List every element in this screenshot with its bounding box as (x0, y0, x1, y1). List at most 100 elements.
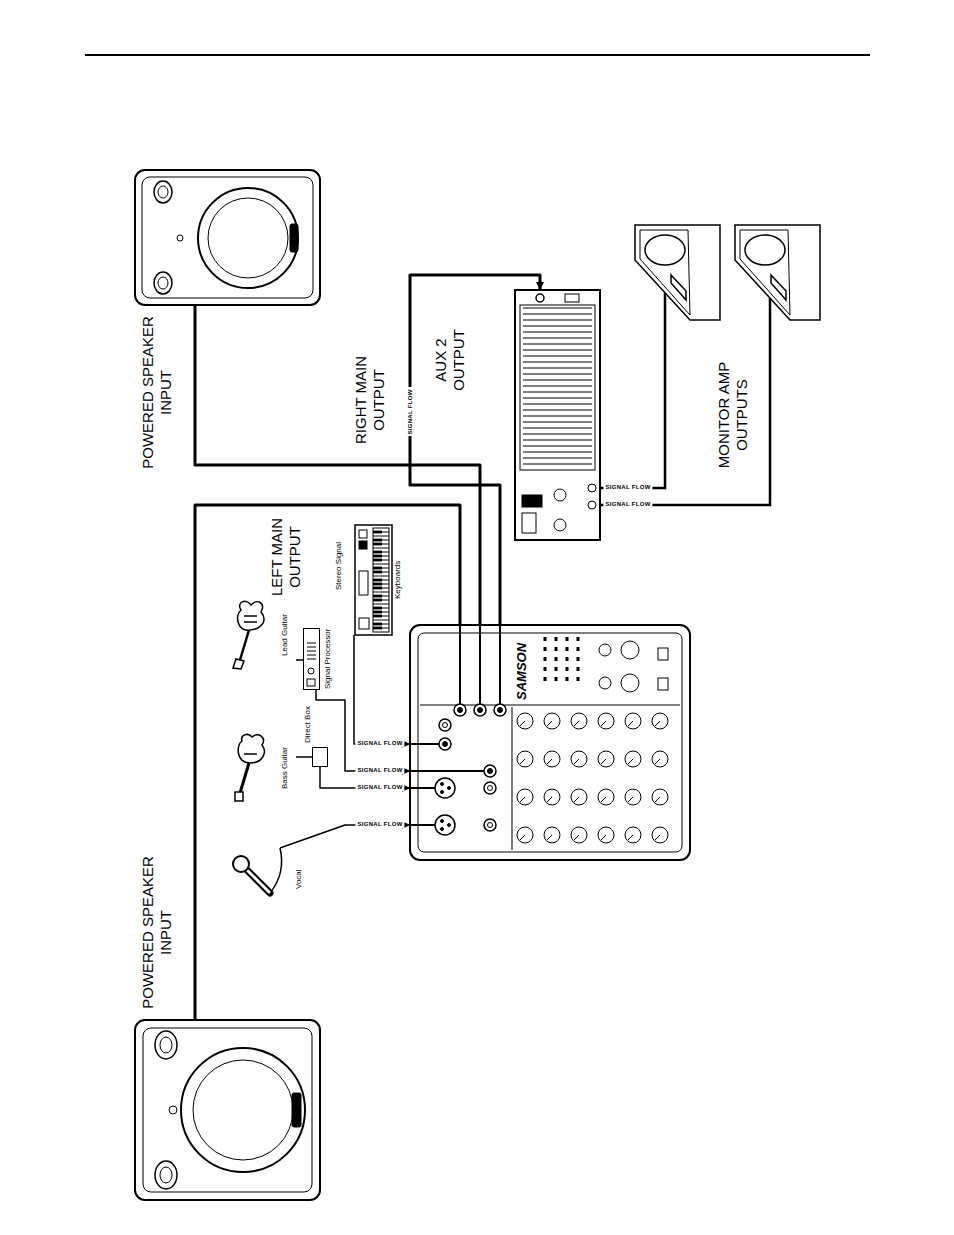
heat-fin (523, 326, 592, 327)
meter-led (555, 657, 558, 661)
meter-led (555, 647, 558, 651)
white-key (373, 580, 389, 581)
white-key (373, 628, 389, 629)
black-key (373, 543, 382, 546)
knob (625, 789, 641, 805)
heat-fin (523, 332, 592, 333)
meter-led (566, 657, 569, 661)
stage-monitor (635, 225, 720, 320)
bass-guitar-icon (235, 734, 264, 801)
white-key (373, 604, 389, 605)
cable (195, 505, 460, 1020)
cable (195, 305, 480, 625)
white-key (373, 532, 389, 533)
keyboards: Keyboards (352, 525, 405, 635)
bass-guitar: Bass Guitar (228, 733, 296, 803)
keyboard-icon (355, 525, 392, 635)
heat-fin (523, 434, 592, 435)
cable (280, 825, 410, 848)
heat-fin (523, 452, 592, 453)
white-key (373, 584, 389, 585)
meter-led (577, 677, 580, 681)
white-key (373, 544, 389, 545)
heat-fin (523, 356, 592, 357)
knob (625, 713, 641, 729)
knob (598, 789, 614, 805)
direct-box: Direct Box (312, 747, 328, 767)
meter-led (544, 677, 547, 681)
keyboards-label: Keyboards (393, 561, 403, 599)
heat-fin (523, 410, 592, 411)
white-key (373, 552, 389, 553)
black-key (373, 595, 382, 598)
mixer-illustration (410, 625, 690, 860)
white-key (373, 576, 389, 577)
white-key (373, 616, 389, 617)
heat-fin (523, 392, 592, 393)
white-key (373, 548, 389, 549)
meter-led (566, 647, 569, 651)
signal-note: Stereo Signal (334, 542, 344, 590)
meter-led (566, 677, 569, 681)
knob (571, 751, 587, 767)
knob (544, 789, 560, 805)
meter-led (566, 667, 569, 671)
signal-processor-label: Signal Processor (323, 629, 333, 689)
heat-fin (523, 428, 592, 429)
mixer: SAMSON (410, 625, 690, 860)
heat-fin (523, 440, 592, 441)
black-key (373, 599, 382, 602)
cable (354, 635, 410, 744)
output-label: AUX 2 OUTPUT (432, 320, 468, 400)
microphone: Vocal (228, 848, 306, 910)
black-key (373, 583, 382, 586)
white-key (373, 588, 389, 589)
microphone-icon (233, 848, 282, 893)
white-key (373, 620, 389, 621)
powered-speaker-label: POWERED SPEAKER INPUT (139, 310, 175, 475)
knob (598, 751, 614, 767)
white-key (373, 608, 389, 609)
knob (517, 789, 533, 805)
meter-led (555, 637, 558, 641)
bass-guitar-label: Bass Guitar (280, 747, 290, 789)
black-key (373, 627, 382, 630)
black-key (373, 571, 382, 574)
heat-fin (523, 344, 592, 345)
monitor-amp-illustration (515, 290, 600, 540)
heat-fin (523, 464, 592, 465)
powered-speaker (135, 170, 320, 305)
knob (544, 713, 560, 729)
cable (296, 756, 312, 758)
knob (598, 713, 614, 729)
powered-speaker: POWERED SPEAKER INPUT (135, 1020, 320, 1200)
meter-led (577, 647, 580, 651)
black-key (373, 615, 382, 618)
knob (652, 751, 668, 767)
black-key (373, 607, 382, 610)
meter-led (544, 647, 547, 651)
powered-speaker-label: POWERED SPEAKER INPUT (139, 850, 175, 1015)
knob (571, 713, 587, 729)
black-key (373, 555, 382, 558)
signal-flow-label: SIGNAL FLOW (355, 767, 404, 775)
knob (652, 827, 668, 843)
lead-guitar-icon (233, 601, 264, 669)
cable (296, 659, 303, 661)
signal-processor-detail (307, 643, 316, 686)
knob (571, 827, 587, 843)
mixer-label: SAMSON (514, 643, 529, 700)
signal-flow-label: SIGNAL FLOW (355, 784, 404, 792)
meter-led (544, 657, 547, 661)
white-key (373, 572, 389, 573)
meter-led (555, 677, 558, 681)
signal-flow-label: SIGNAL FLOW (603, 501, 652, 509)
signal-flow-label: SIGNAL FLOW (603, 484, 652, 492)
heat-fin (523, 416, 592, 417)
header-rule (85, 54, 870, 56)
stage-monitor (735, 225, 820, 320)
monitor-amp: MONITOR AMP OUTPUTS (515, 290, 600, 540)
heat-fin (523, 314, 592, 315)
white-key (373, 612, 389, 613)
